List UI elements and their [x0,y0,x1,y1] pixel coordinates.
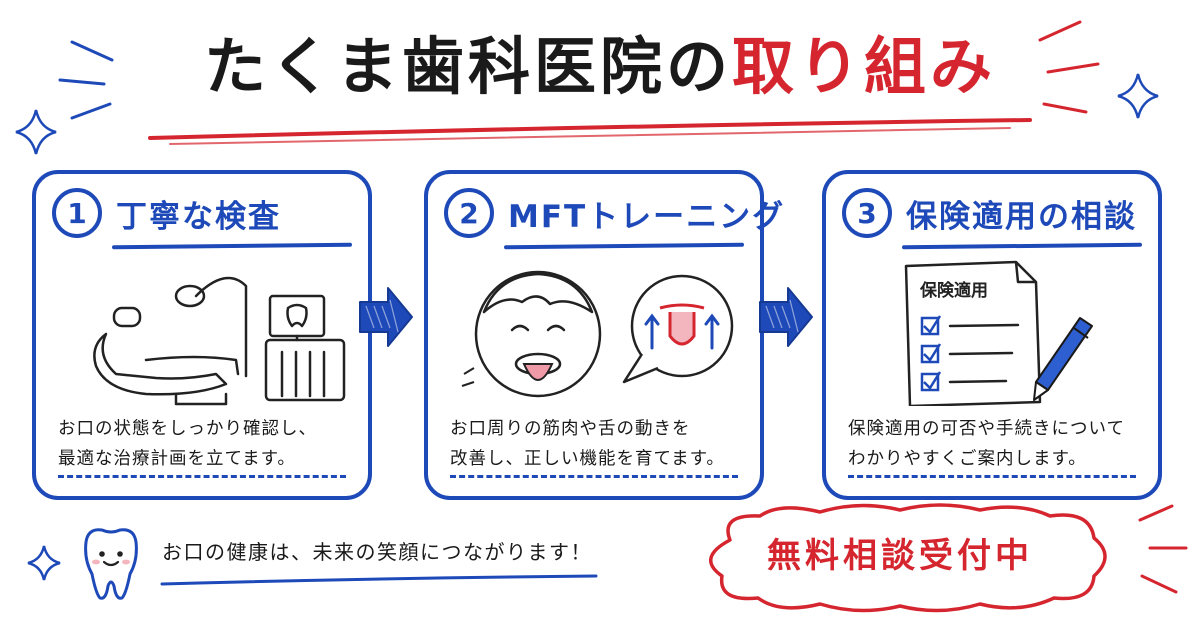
title-accent: 取り組み [732,30,997,103]
step-number: 3 [842,188,892,238]
step-number: 2 [444,188,494,238]
free-consultation-bubble [709,503,1107,613]
arrow-right-icon [359,287,413,347]
step-description: お口の状態をしっかり確認し、 最適な治療計画を立てます。 [58,414,358,474]
step-description-line: お口の状態をしっかり確認し、 [58,419,317,439]
step-title-underline [503,242,745,250]
sparkle-icon [27,545,61,581]
burst-bottom-icon [1138,504,1188,594]
dashed-divider [58,475,346,478]
footer-underline [160,574,598,586]
step-description-line: 改善し、正しい機能を育てます。 [450,449,725,469]
arrow-right-icon [759,287,813,347]
dashed-divider [450,475,738,478]
dashed-divider [848,475,1136,478]
step-description-line: わかりやすくご案内します。 [848,449,1087,469]
document-label: 保険適用 [919,280,988,301]
checkbox-icon [920,315,942,392]
step-title-underline [111,242,353,250]
step-description-line: 最適な治療計画を立てます。 [58,449,296,469]
step-header: 2 MFTトレーニング [444,188,785,238]
dental-chair-icon [93,276,346,406]
tooth-mascot-icon [84,528,138,600]
free-consultation-label: 無料相談受付中 [767,536,1033,576]
step-title: MFTトレーニング [508,198,786,235]
step-description: お口周りの筋肉や舌の動きを 改善し、正しい機能を育てます。 [450,414,750,474]
pen-icon [1033,317,1093,401]
step-description-line: 保険適用の可否や手続きについて [848,419,1125,439]
child-tongue-training-icon [461,270,734,398]
page-title: たくま歯科医院の取り組み [0,22,1200,112]
step-number: 1 [52,188,102,238]
step-card-2: 2 MFTトレーニング お口周りの筋肉や舌の動きを 改善し、正しい機能を [424,170,783,500]
step-description-line: お口周りの筋肉や舌の動きを [450,419,691,439]
sparkle-icon [15,109,57,155]
insurance-document-icon: 保険適用 [904,260,1093,406]
step-card-1: 1 丁寧な検査 お口の状態をしっかり確認 [32,170,372,500]
footer-message: お口の健康は、未来の笑顔につながります！ [162,540,592,564]
step-header: 3 保険適用の相談 [842,188,1137,238]
step-title-underline [901,242,1143,250]
step-description: 保険適用の可否や手続きについて わかりやすくご案内します。 [848,414,1148,474]
step-title: 保険適用の相談 [906,198,1137,235]
step-header: 1 丁寧な検査 [52,188,281,238]
title-main: たくま歯科医院の [203,30,732,103]
step-card-3: 3 保険適用の相談 保険適用 保険適用の可否や手続きについて [822,170,1162,500]
step-title: 丁寧な検査 [116,198,281,235]
